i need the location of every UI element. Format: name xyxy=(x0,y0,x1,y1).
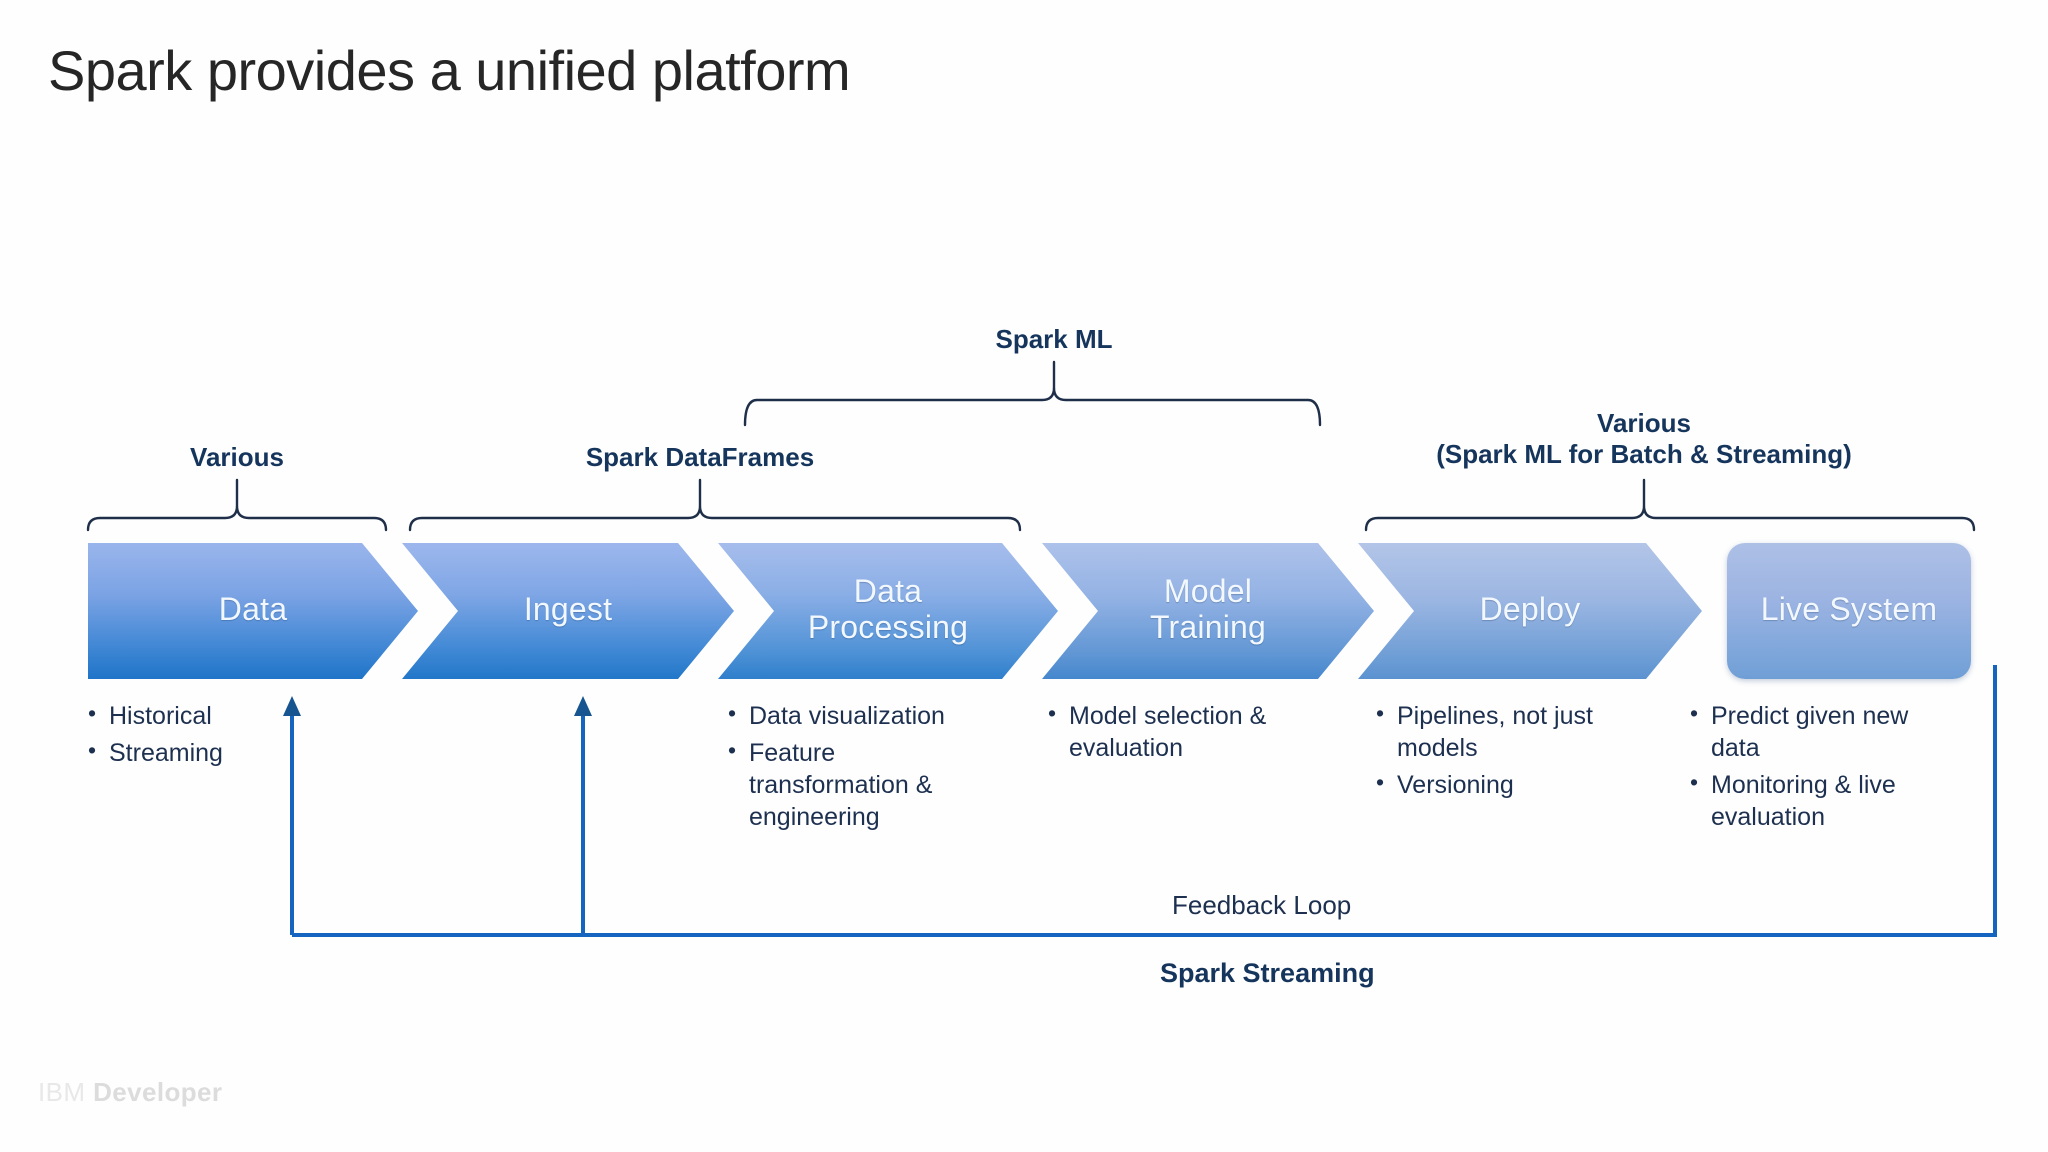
bullets-model-training: Model selection & evaluation xyxy=(1046,699,1314,769)
list-item: Data visualization xyxy=(726,699,1001,732)
flow-stage-data-processing[interactable]: Data Processing xyxy=(718,543,1058,679)
flow-stage-label-line-1: Model xyxy=(1163,573,1253,610)
group-label-spark-ml: Spark ML xyxy=(995,324,1113,354)
flow-stage-model-training[interactable]: Model Training xyxy=(1042,543,1374,679)
feedback-loop-label: Feedback Loop xyxy=(1172,890,1352,920)
logo-ibm-text: IBM xyxy=(38,1077,86,1107)
list-item: Historical xyxy=(86,699,316,732)
group-label-various: Various xyxy=(190,442,284,472)
flow-stage-label: Data xyxy=(218,591,288,628)
brace-various xyxy=(86,478,388,532)
list-item: Monitoring & live evaluation xyxy=(1688,768,1958,833)
list-item: Model selection & evaluation xyxy=(1046,699,1314,764)
flow-stage-label: Ingest xyxy=(523,591,613,628)
flow-stage-label-line-2: Processing xyxy=(807,609,969,645)
group-label-line-1: Various xyxy=(1597,408,1691,438)
group-label-spark-dataframes: Spark DataFrames xyxy=(585,442,815,472)
bullets-deploy: Pipelines, not just models Versioning xyxy=(1374,699,1652,806)
bullets-data: Historical Streaming xyxy=(86,699,316,774)
bullet-list: Historical Streaming xyxy=(86,699,316,769)
list-item: Versioning xyxy=(1374,768,1652,801)
flow-stage-label-line-1: Data xyxy=(853,573,923,610)
flow-stage-data[interactable]: Data xyxy=(88,543,418,679)
bullet-list: Model selection & evaluation xyxy=(1046,699,1314,764)
flow-stage-label: Model Training xyxy=(1150,574,1266,648)
flow-stage-label: Live System xyxy=(1760,591,1938,628)
list-item: Feature transformation & engineering xyxy=(726,736,1001,833)
brace-various-batch-streaming xyxy=(1364,478,1976,532)
flow-stage-label: Data Processing xyxy=(808,574,968,648)
group-label-various-batch-streaming: Various (Spark ML for Batch & Streaming) xyxy=(1334,408,1954,469)
bullet-list: Predict given new data Monitoring & live… xyxy=(1688,699,1958,833)
spark-streaming-label: Spark Streaming xyxy=(1160,958,1375,988)
bullet-list: Pipelines, not just models Versioning xyxy=(1374,699,1652,801)
list-item: Pipelines, not just models xyxy=(1374,699,1652,764)
bullets-data-processing: Data visualization Feature transformatio… xyxy=(726,699,1001,838)
page-title: Spark provides a unified platform xyxy=(48,39,851,102)
flow-stage-ingest[interactable]: Ingest xyxy=(402,543,734,679)
list-item: Streaming xyxy=(86,736,316,769)
group-label-line-2: (Spark ML for Batch & Streaming) xyxy=(1436,438,1852,469)
logo-developer-text: Developer xyxy=(93,1077,223,1107)
flow-stage-deploy[interactable]: Deploy xyxy=(1358,543,1702,679)
pipeline-flow: Data Ingest Data Processing Model Traini… xyxy=(0,543,2048,683)
bullets-live-system: Predict given new data Monitoring & live… xyxy=(1688,699,1958,838)
brace-spark-ml xyxy=(743,360,1322,427)
brace-spark-dataframes xyxy=(408,478,1022,532)
ibm-developer-logo: IBM Developer xyxy=(38,1077,222,1108)
bullet-list: Data visualization Feature transformatio… xyxy=(726,699,1001,833)
list-item: Predict given new data xyxy=(1688,699,1958,764)
flow-stage-live-system[interactable]: Live System xyxy=(1727,543,1971,679)
flow-stage-label-line-2: Training xyxy=(1149,609,1267,645)
flow-stage-label: Deploy xyxy=(1479,591,1581,628)
